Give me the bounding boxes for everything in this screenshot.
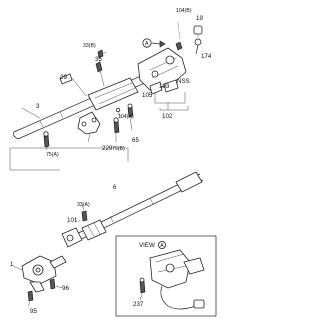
label-103: 103 (159, 83, 170, 90)
callout-labels: 104(B) 19 174 A 33(B) 35 29 105 103 NSS … (10, 8, 212, 315)
label-65: 65 (132, 137, 139, 144)
label-6: 6 (113, 184, 117, 191)
label-33b: 33(B) (83, 43, 96, 49)
label-view-letter: A (160, 243, 164, 249)
label-1: 1 (10, 261, 14, 268)
label-19: 19 (196, 15, 203, 22)
label-105: 105 (142, 92, 153, 99)
label-view-a-circle: A (145, 41, 149, 47)
label-29: 29 (60, 74, 67, 81)
label-96: 96 (62, 285, 69, 292)
label-33a: 33(A) (77, 202, 90, 208)
lower-shaft-assembly (12, 171, 204, 307)
view-a-inset (115, 235, 217, 317)
label-3: 3 (36, 103, 40, 110)
view-a-indicator (142, 38, 166, 48)
label-101: 101 (67, 217, 78, 224)
label-75b: 75(B) (112, 146, 125, 152)
steering-column-parts-diagram: 104(B) 19 174 A 33(B) 35 29 105 103 NSS … (9, 8, 217, 317)
label-75a: 75(A) (46, 152, 59, 158)
label-174: 174 (201, 53, 212, 60)
label-view-title: VIEW (139, 242, 155, 249)
upper-column-assembly (9, 21, 203, 171)
label-35: 35 (95, 56, 102, 63)
label-nss: NSS (177, 78, 190, 85)
label-104b: 104(B) (176, 8, 192, 14)
label-104a: 104(A) (118, 114, 134, 120)
label-102: 102 (162, 113, 173, 120)
label-229: 229 (102, 145, 113, 152)
label-237: 237 (133, 301, 144, 308)
label-95: 95 (30, 308, 37, 315)
